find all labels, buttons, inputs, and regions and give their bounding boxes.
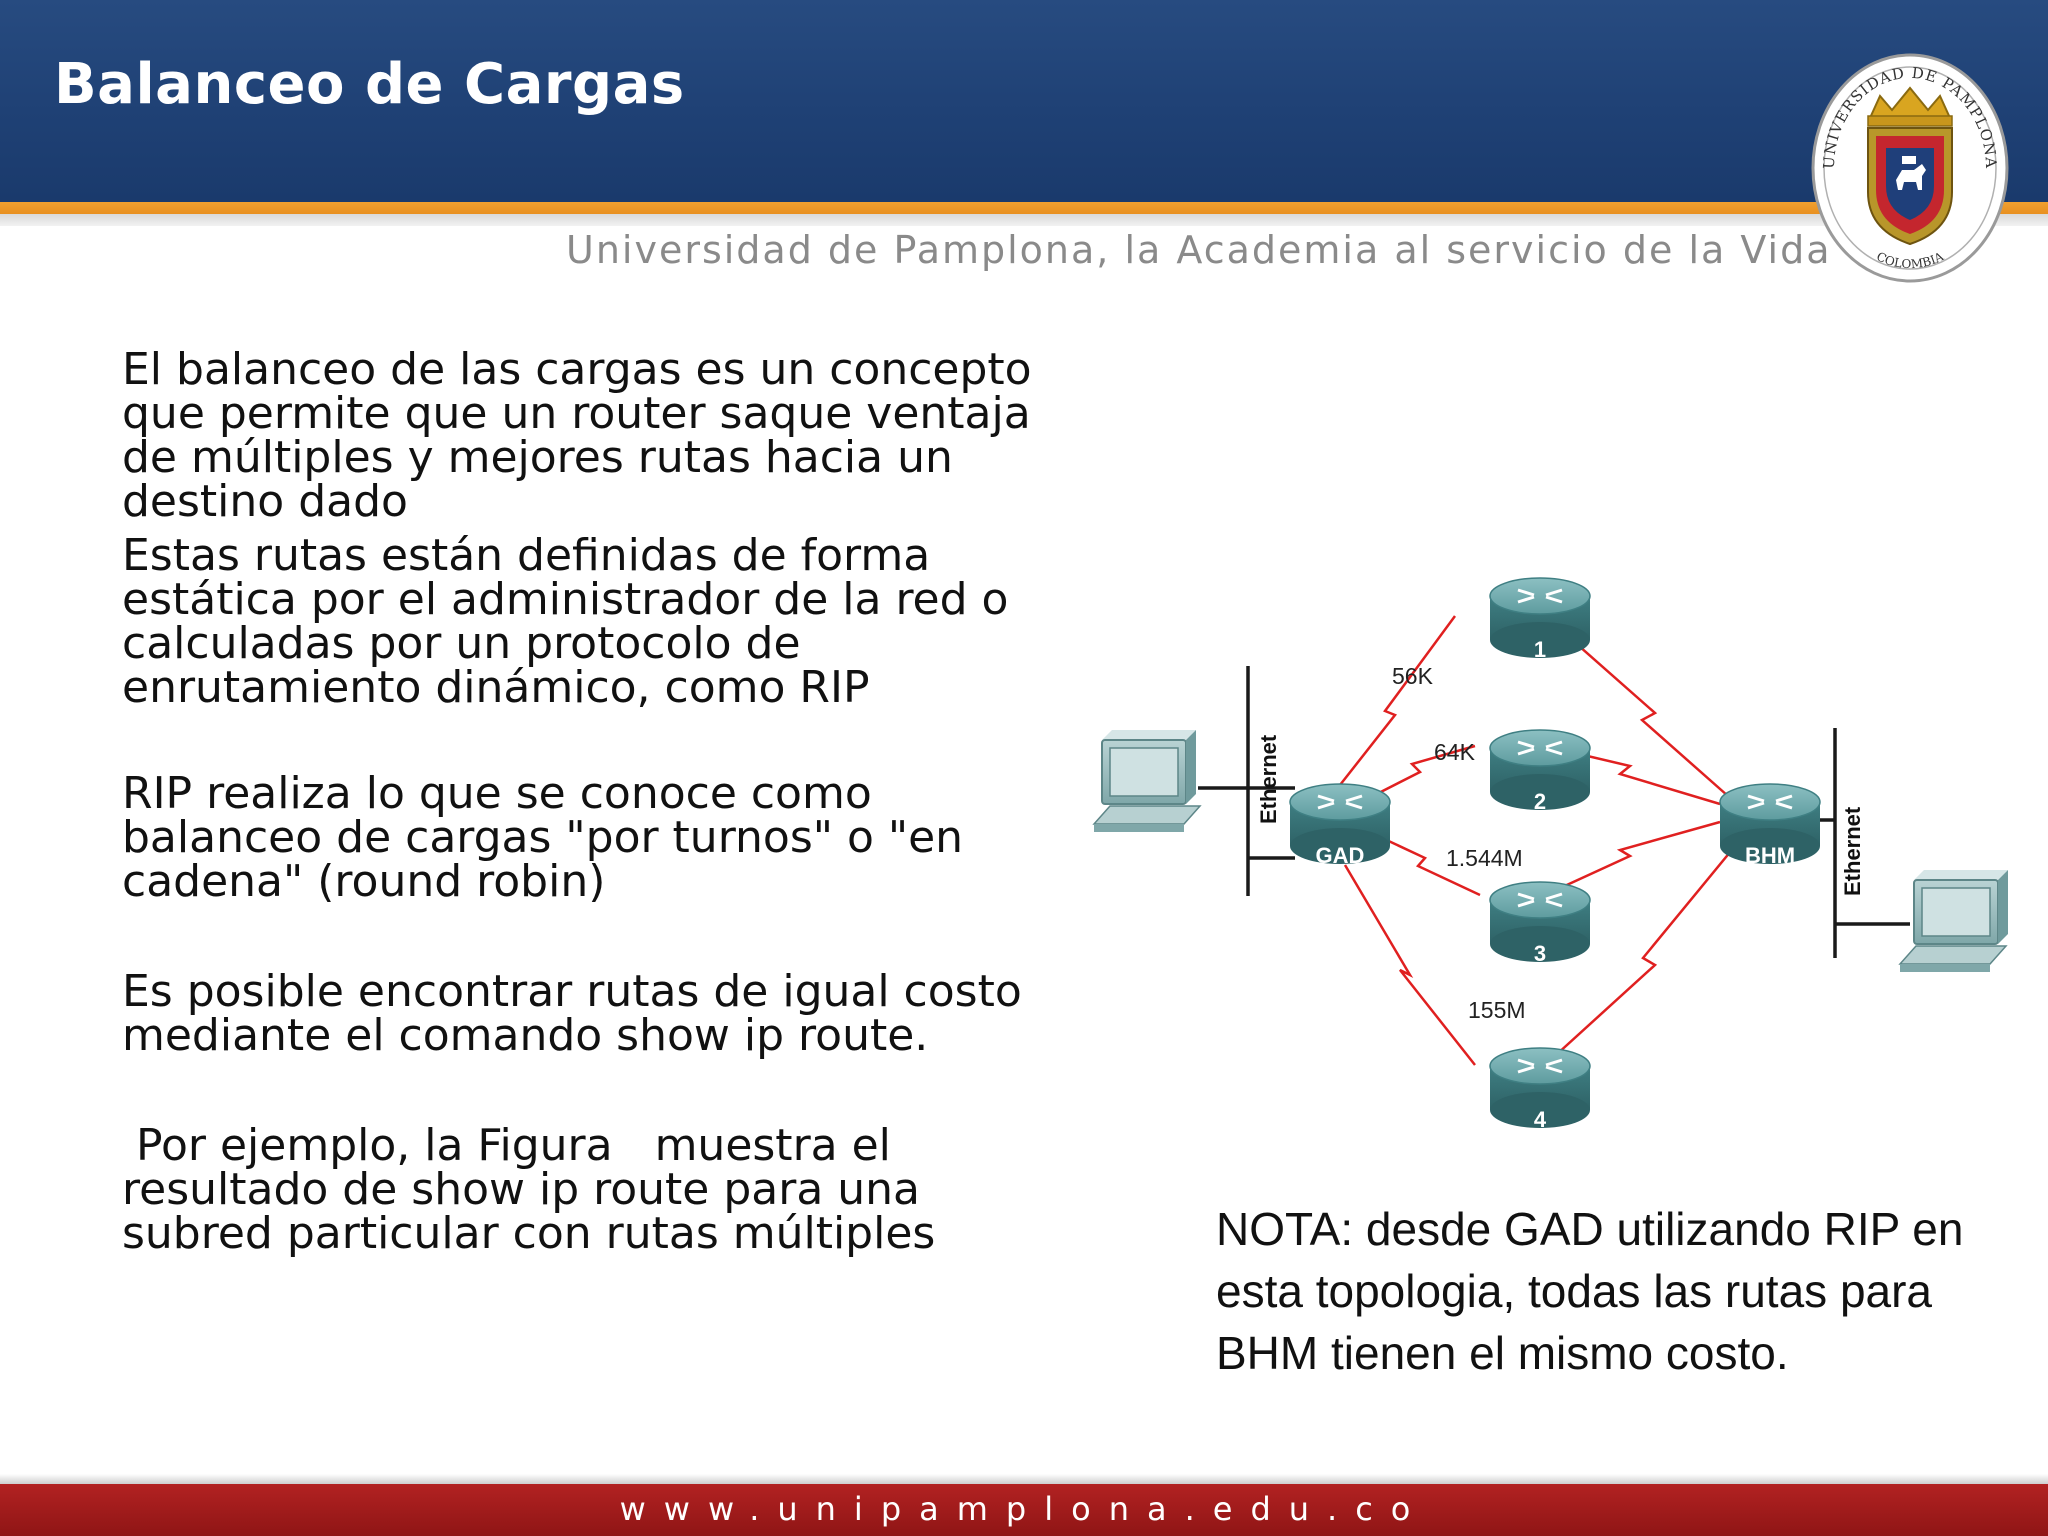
- link-label-1544m: 1.544M: [1446, 845, 1523, 871]
- paragraph-round-robin: RIP realiza lo que se conoce como balanc…: [122, 768, 964, 907]
- page-title: Balanceo de Cargas: [54, 52, 685, 117]
- header-shadow-stripe: [0, 214, 2048, 226]
- link-gad-r1: [1339, 615, 1457, 786]
- router-1-label: 1: [1534, 637, 1546, 662]
- header-band: Balanceo de Cargas: [0, 0, 2048, 202]
- link-label-64k: 64K: [1434, 739, 1476, 765]
- ethernet-label-right: Ethernet: [1840, 806, 1865, 896]
- link-r1-bhm: [1544, 615, 1729, 797]
- paragraph-show-ip-route: Es posible encontrar rutas de igual cost…: [122, 966, 1022, 1061]
- footer-band: [0, 1484, 2048, 1536]
- link-gad-r2: [1364, 744, 1476, 802]
- router-bhm-label: BHM: [1745, 843, 1795, 868]
- router-gad-icon: GAD: [1289, 783, 1391, 868]
- link-r3-bhm: [1544, 820, 1721, 897]
- network-topology-diagram: 56K 64K 1.544M 155M Ethernet Ethernet: [1092, 577, 2008, 1132]
- seal-text-bottom: COLOMBIA: [1874, 249, 1946, 271]
- footer-url: www.unipamplona.edu.co: [619, 1490, 1429, 1528]
- svg-text:COLOMBIA: COLOMBIA: [1874, 249, 1946, 271]
- header-accent-stripe: [0, 202, 2048, 214]
- router-4-icon: 4: [1489, 1047, 1591, 1132]
- pc-left-icon: [1092, 730, 1202, 832]
- router-3-label: 3: [1534, 941, 1546, 966]
- paragraph-example: Por ejemplo, la Figura muestra el result…: [122, 1120, 936, 1259]
- paragraph-load-balancing: El balanceo de las cargas es un concepto…: [122, 344, 1032, 527]
- link-gad-r4: [1343, 864, 1476, 1066]
- pc-right-icon: [1898, 870, 2008, 972]
- university-tagline: Universidad de Pamplona, la Academia al …: [566, 228, 1832, 272]
- university-seal-icon: UNIVERSIDAD DE PAMPLONA COLOMBIA: [1811, 53, 2009, 283]
- router-bhm-icon: BHM: [1719, 783, 1821, 868]
- router-2-icon: 2: [1489, 729, 1591, 814]
- router-1-icon: 1: [1489, 577, 1591, 662]
- router-gad-label: GAD: [1316, 843, 1365, 868]
- router-2-label: 2: [1534, 789, 1546, 814]
- note-text: NOTA: desde GAD utilizando RIP en esta t…: [1216, 1203, 1964, 1379]
- footer-shadow-stripe: [0, 1474, 2048, 1484]
- link-gad-r3: [1364, 828, 1481, 897]
- paragraph-routes-definition: Estas rutas están definidas de forma est…: [122, 530, 1009, 713]
- link-r4-bhm: [1544, 839, 1741, 1066]
- router-3-icon: 3: [1489, 881, 1591, 966]
- link-label-56k: 56K: [1392, 663, 1434, 689]
- link-label-155m: 155M: [1468, 997, 1526, 1023]
- ethernet-label-left: Ethernet: [1256, 734, 1281, 824]
- router-4-label: 4: [1534, 1107, 1547, 1132]
